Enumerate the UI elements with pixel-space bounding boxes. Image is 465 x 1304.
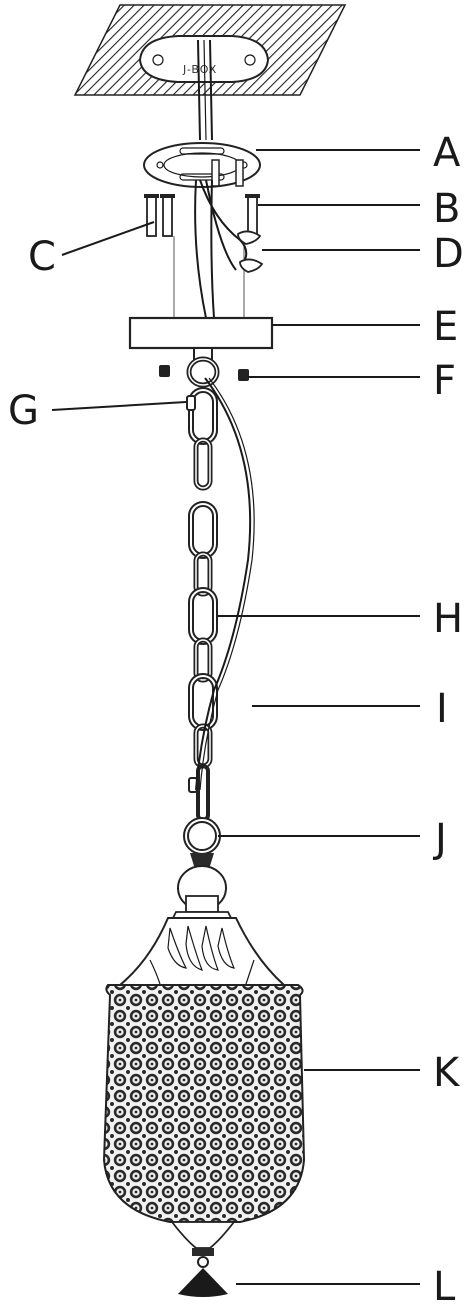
- callout-i: I: [436, 686, 448, 732]
- lantern-shade: [102, 984, 306, 1223]
- mounting-screws: [144, 159, 260, 237]
- guide-lines: [173, 236, 245, 318]
- fixture-loop: [183, 817, 221, 866]
- callout-a: A: [433, 130, 461, 176]
- callout-c: C: [28, 234, 56, 280]
- callout-b: B: [433, 186, 460, 232]
- callout-f: F: [433, 358, 456, 404]
- callout-leaders: [51, 149, 420, 1285]
- callout-labels: A B C D E F G H I J K L: [8, 130, 464, 1304]
- callout-d: D: [433, 231, 464, 277]
- canopy: [128, 316, 274, 350]
- callout-j: J: [432, 816, 447, 862]
- callout-e: E: [433, 304, 458, 350]
- screw-caps: [159, 365, 249, 381]
- finial-tassel: [170, 1221, 236, 1297]
- wire-connectors: [194, 179, 264, 319]
- supply-wires: [197, 39, 213, 141]
- shade-dome: [117, 917, 287, 986]
- canopy-loop: [186, 347, 220, 388]
- shade-cap: [170, 865, 234, 921]
- fixture-cord: [195, 377, 255, 791]
- chain: [188, 387, 218, 822]
- wire-clips: [186, 395, 198, 793]
- callout-k: K: [433, 1050, 461, 1096]
- callout-h: H: [433, 596, 463, 642]
- callout-l: L: [433, 1264, 456, 1304]
- callout-g: G: [8, 388, 39, 434]
